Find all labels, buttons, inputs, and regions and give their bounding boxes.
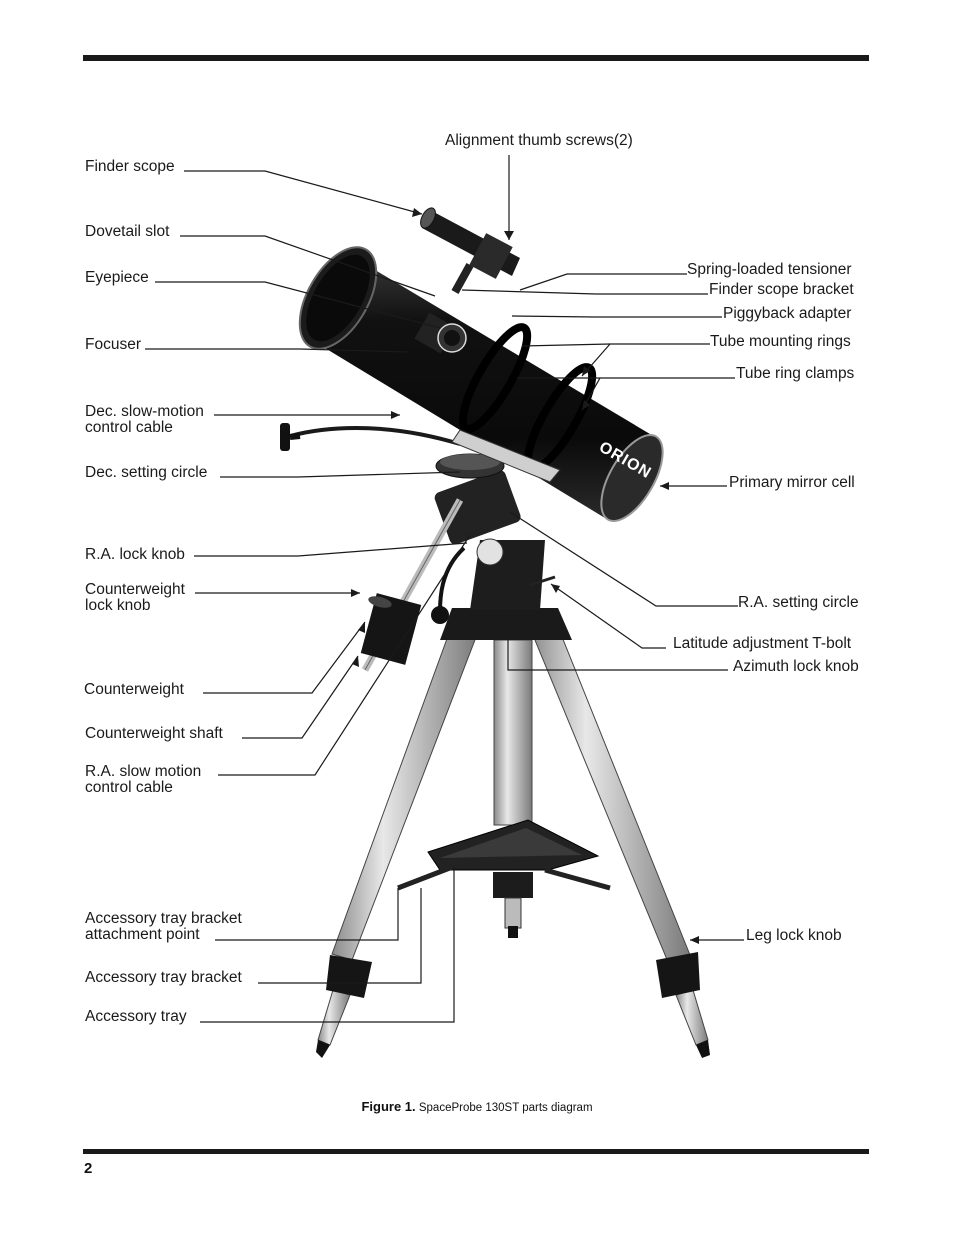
- leader-tray: [200, 866, 455, 1023]
- label-latitude-adjustment-bolt: Latitude adjustment T-bolt: [673, 635, 852, 652]
- tripod: [316, 608, 710, 1058]
- label-tray-bracket-attachment-line2: attachment point: [85, 926, 200, 943]
- page-number: 2: [84, 1160, 93, 1177]
- leader-ra-circle: [509, 511, 738, 607]
- label-counterweight-lock-line2: lock knob: [85, 597, 151, 614]
- label-tube-ring-clamps: Tube ring clamps: [736, 365, 855, 382]
- label-piggyback-adapter: Piggyback adapter: [723, 305, 852, 322]
- label-accessory-tray: Accessory tray: [85, 1008, 187, 1025]
- label-ra-slow-motion: R.A. slow motion control cable: [85, 764, 201, 796]
- label-counterweight-shaft: Counterweight shaft: [85, 725, 223, 742]
- leg-clamp-left: [326, 955, 372, 998]
- finder-scope: [420, 207, 520, 294]
- figure-caption-text: SpaceProbe 130ST parts diagram: [418, 1102, 593, 1114]
- tripod-leg-center: [493, 639, 533, 826]
- label-primary-mirror-cell: Primary mirror cell: [729, 474, 855, 491]
- label-finder-scope: Finder scope: [85, 158, 175, 175]
- leader-spring: [519, 273, 687, 291]
- leader-piggyback: [511, 315, 722, 318]
- leader-azimuth: [507, 632, 728, 671]
- top-rule: [83, 55, 869, 61]
- leader-cw-shaft: [242, 655, 359, 739]
- label-dec-slow-motion-line1: Dec. slow-motion: [85, 403, 204, 420]
- label-spring-loaded-tensioner: Spring-loaded tensioner: [687, 261, 852, 278]
- equatorial-mount: [360, 453, 556, 672]
- label-counterweight: Counterweight: [84, 681, 184, 698]
- telescope-tube: [298, 207, 664, 522]
- tripod-leg-right: [529, 621, 691, 963]
- label-tray-bracket-attachment: Accessory tray bracket attachment point: [85, 911, 242, 943]
- label-tube-mounting-rings: Tube mounting rings: [710, 333, 851, 350]
- leader-tray-bracket: [258, 888, 422, 984]
- leader-lines: [145, 155, 744, 1023]
- leg-clamp-right: [656, 952, 700, 998]
- figure-caption-prefix: Figure 1.: [361, 1099, 416, 1114]
- label-ra-slow-motion-line1: R.A. slow motion: [85, 763, 202, 780]
- tripod-leg-left: [331, 624, 479, 961]
- leader-eyepiece: [155, 281, 441, 329]
- label-ra-lock-knob: R.A. lock knob: [85, 546, 185, 563]
- label-finder-scope-bracket: Finder scope bracket: [709, 281, 854, 298]
- label-azimuth-lock-knob: Azimuth lock knob: [733, 658, 859, 675]
- label-tray-bracket-attachment-line1: Accessory tray bracket: [85, 910, 242, 927]
- leader-finder-bracket: [461, 289, 708, 295]
- accessory-tray: [397, 819, 611, 938]
- label-ra-slow-motion-line2: control cable: [85, 779, 173, 796]
- leader-finder-scope: [184, 170, 423, 215]
- leader-latitude: [550, 583, 666, 649]
- label-dec-slow-motion-line2: control cable: [85, 419, 173, 436]
- label-eyepiece: Eyepiece: [85, 269, 149, 286]
- dec-cable: [280, 423, 461, 451]
- label-dec-setting-circle: Dec. setting circle: [85, 464, 208, 481]
- label-leg-lock-knob: Leg lock knob: [746, 927, 842, 944]
- leader-dec-circle: [220, 471, 461, 478]
- figure-caption: Figure 1. SpaceProbe 130ST parts diagram: [0, 1099, 954, 1114]
- label-counterweight-lock-knob: Counterweight lock knob: [85, 582, 185, 614]
- leader-focuser: [145, 348, 409, 353]
- label-dec-slow-motion: Dec. slow-motion control cable: [85, 404, 204, 436]
- label-focuser: Focuser: [85, 336, 141, 353]
- bottom-rule: [83, 1149, 869, 1154]
- leader-ra-lock: [194, 542, 468, 557]
- leader-counterweight: [203, 621, 366, 694]
- leader-dovetail-slot: [180, 235, 436, 297]
- label-alignment-thumb-screws: Alignment thumb screws(2): [445, 132, 633, 149]
- label-accessory-tray-bracket: Accessory tray bracket: [85, 969, 242, 986]
- label-ra-setting-circle: R.A. setting circle: [738, 594, 859, 611]
- label-counterweight-lock-line1: Counterweight: [85, 581, 185, 598]
- arrowheads: [351, 208, 699, 944]
- label-dovetail-slot: Dovetail slot: [85, 223, 170, 240]
- leader-ra-cable: [218, 534, 471, 776]
- leader-tray-attach: [215, 888, 399, 941]
- leader-tube-rings-a: [521, 343, 710, 347]
